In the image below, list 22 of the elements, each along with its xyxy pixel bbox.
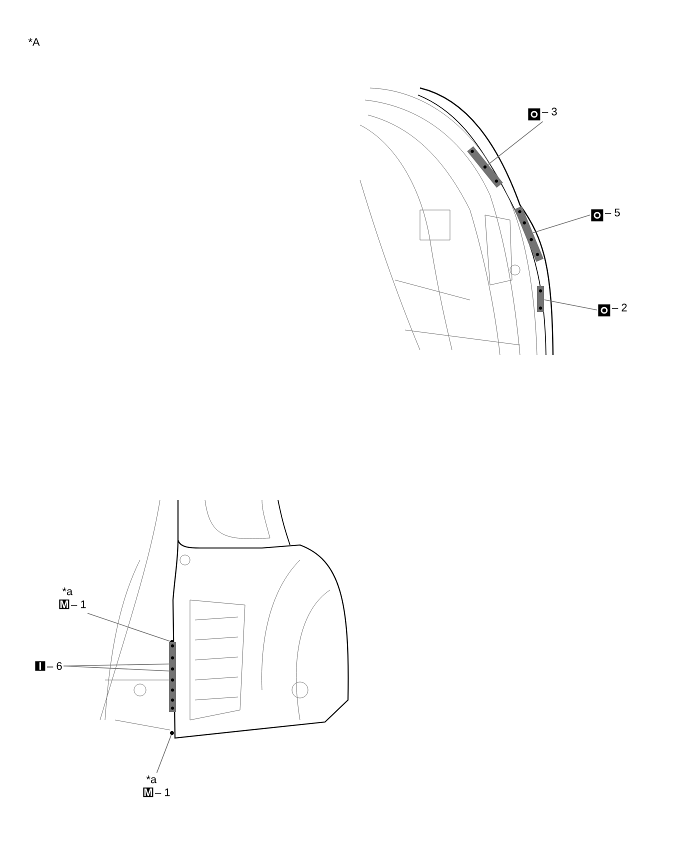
letter-mark: I xyxy=(35,661,46,671)
leader-line xyxy=(63,666,170,672)
sealer-strip xyxy=(537,286,544,312)
leader-line xyxy=(544,299,598,310)
note-mark: *a xyxy=(146,776,157,784)
leader-line xyxy=(87,612,170,642)
letter-mark: M xyxy=(59,600,70,610)
note-mark: *a xyxy=(62,588,73,596)
letter-mark: M xyxy=(143,788,154,798)
sealer-strip xyxy=(169,642,176,712)
callout-number: – 3 xyxy=(542,108,557,116)
sealer-strip xyxy=(467,146,503,188)
leader-line xyxy=(156,734,172,774)
leader-line xyxy=(488,121,544,165)
leader-line xyxy=(532,214,590,234)
callout-number: – 6 xyxy=(47,662,62,670)
callout-number: – 1 xyxy=(155,788,170,796)
callout-number: – 1 xyxy=(71,600,86,608)
view-label: *A xyxy=(28,38,40,46)
callout-number: – 2 xyxy=(612,304,627,312)
callout-number: – 5 xyxy=(605,208,620,216)
sealer-strip xyxy=(514,206,544,262)
